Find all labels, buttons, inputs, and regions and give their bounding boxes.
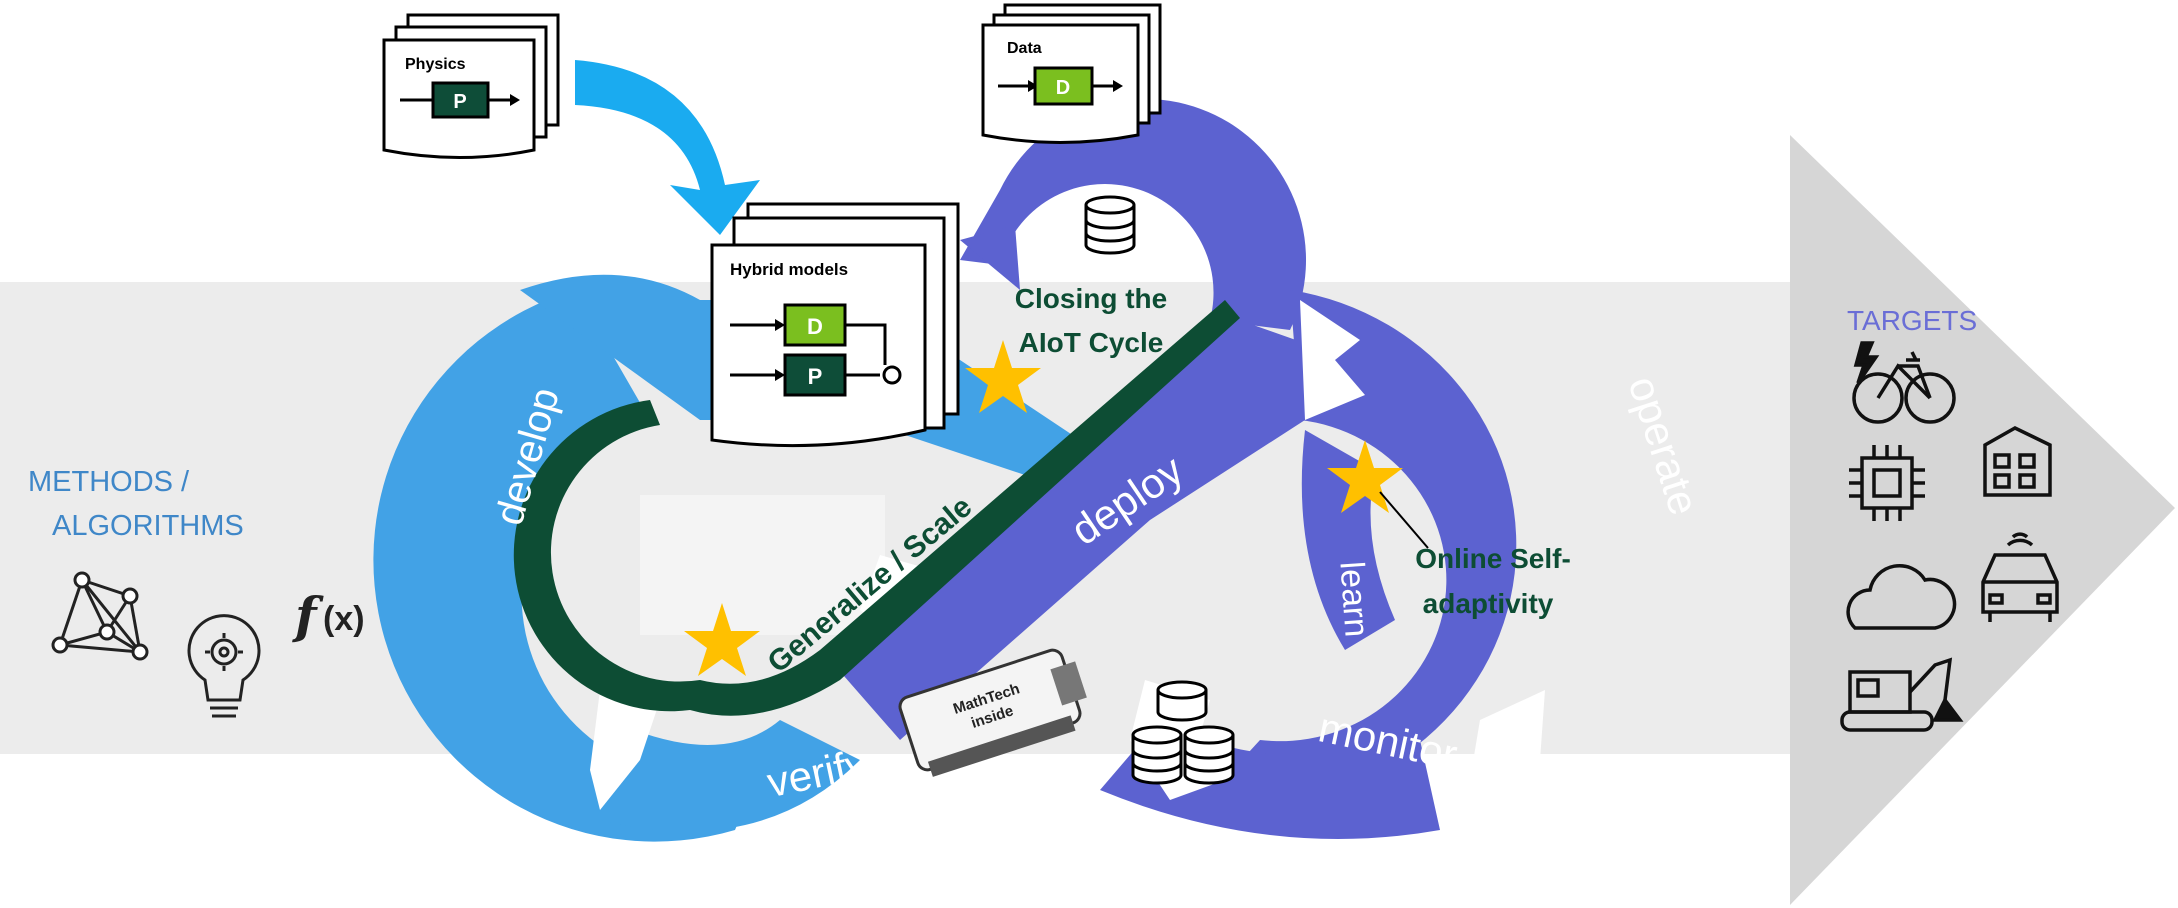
- cloud-icon: [1846, 563, 1957, 630]
- online-pointer-line: [1379, 491, 1429, 549]
- targets-label: TARGETS: [1847, 305, 1977, 336]
- physics-block-label: P: [453, 91, 466, 113]
- generalize-band: [513, 300, 1240, 716]
- database-icon: [1084, 195, 1136, 255]
- learn-label: learn: [1332, 560, 1375, 638]
- function-x: (x): [323, 600, 365, 638]
- data-document: Data D: [981, 3, 1162, 144]
- mathtech-chip: MathTech inside: [898, 648, 1087, 777]
- building-icon: [1983, 426, 2052, 497]
- e-bike-icon: [1852, 341, 1956, 424]
- excavator-icon: [1840, 657, 1964, 732]
- methods-label-line1: METHODS /: [28, 466, 190, 498]
- physics-document: Physics P: [382, 13, 560, 159]
- data-block-label: D: [1056, 77, 1070, 99]
- chip-icon: [1849, 445, 1925, 521]
- network-graph-icon: [51, 571, 149, 661]
- star-icon: [684, 603, 760, 676]
- targets-arrow: [1790, 135, 2175, 905]
- data-title: Data: [1007, 40, 1042, 57]
- hybrid-title: Hybrid models: [730, 260, 848, 279]
- closing-label-line2: AIoT Cycle: [1019, 327, 1164, 358]
- online-label-line1: Online Self-: [1415, 543, 1571, 574]
- hybrid-models-document: Hybrid models D P: [710, 202, 960, 448]
- hybrid-block-d: D: [807, 314, 823, 339]
- center-panel: [640, 495, 885, 635]
- star-icon: [965, 340, 1041, 413]
- closing-label-line1: Closing the: [1015, 283, 1167, 314]
- physics-arrow: [575, 60, 760, 235]
- methods-label-line2: ALGORITHMS: [52, 510, 244, 542]
- online-label-line2: adaptivity: [1423, 588, 1554, 619]
- physics-title: Physics: [405, 56, 466, 73]
- database-stack-icon: [1131, 680, 1235, 785]
- connected-car-icon: [1981, 532, 2059, 622]
- lightbulb-gear-icon: [187, 614, 261, 718]
- hybrid-block-p: P: [808, 364, 823, 389]
- star-icon: [1327, 440, 1403, 513]
